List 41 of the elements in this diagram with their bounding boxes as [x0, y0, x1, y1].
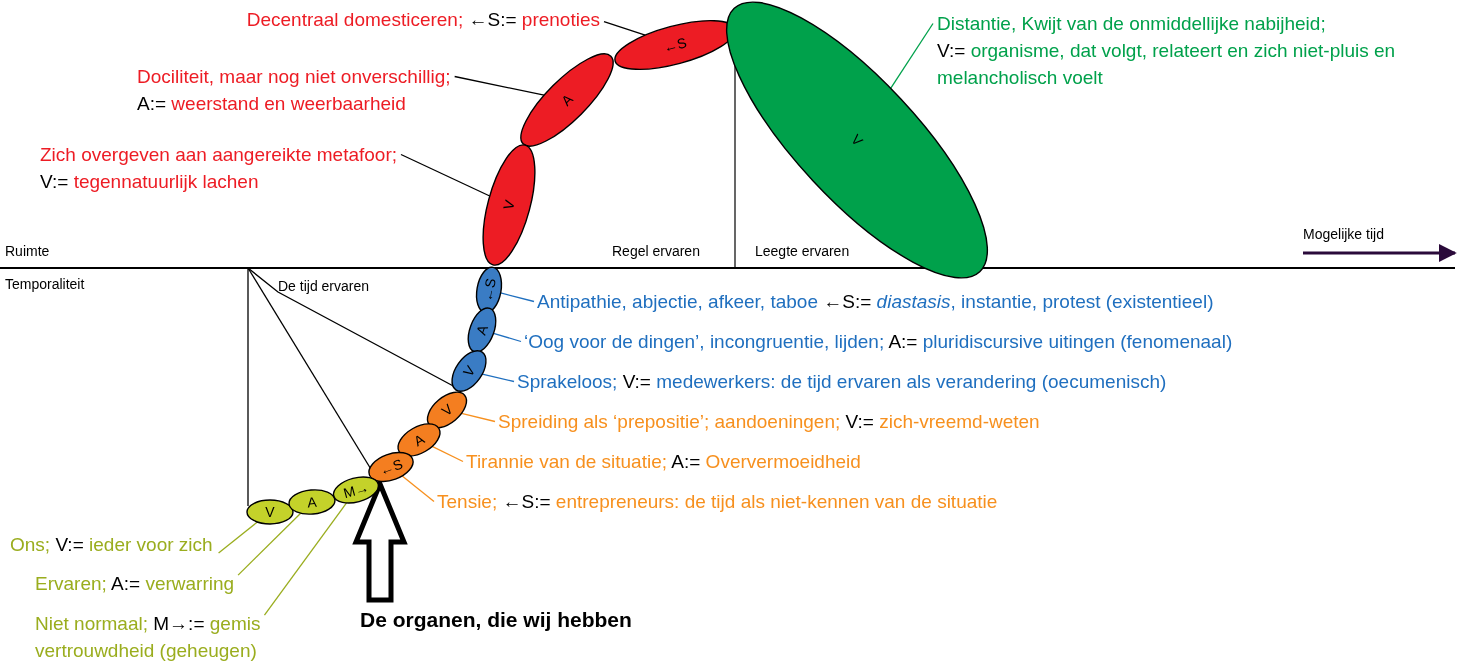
leader-line	[500, 292, 535, 303]
callout-text: Ons; V:= ieder voor zich	[10, 531, 213, 558]
ellipse-node: M→	[332, 476, 380, 504]
leader-line	[237, 512, 302, 576]
ellipse-node: A	[520, 53, 614, 147]
axis-label: Leegte ervaren	[755, 243, 850, 259]
callout-text: Decentraal domesticeren; ←S:= prenoties	[246, 6, 600, 33]
ellipse-node: V	[426, 391, 468, 429]
callout-text: Ervaren; A:= verwarring	[35, 570, 235, 597]
leader-line	[263, 502, 348, 616]
callout-text: Antipathie, abjectie, afkeer, taboe ←S:= diastasis, instantie, protest (existentieel)	[537, 288, 1214, 315]
callout-text: Sprakeloos; V:= medewerkers: de tijd ervaren als verandering (oecumenisch)	[517, 368, 1167, 395]
axis-label: De tijd ervaren	[278, 278, 370, 294]
leader-line	[603, 20, 646, 36]
leader-line	[492, 332, 522, 343]
callout-text: Dociliteit, maar nog niet onverschillig; A:= weerstand en weerbaarheid	[137, 63, 451, 117]
ellipse-node: V	[482, 144, 536, 266]
ellipse-node: V	[451, 350, 487, 392]
leader-line	[217, 521, 259, 554]
leader-line	[400, 153, 491, 197]
callout-text: Spreiding als ‘prepositie’; aandoeningen; V:= zich-vreemd-weten	[498, 408, 1040, 435]
callout-text: Tensie; ←S:= entrepreneurs: de tijd als niet-kennen van de situatie	[437, 488, 998, 515]
leader-line	[401, 475, 435, 503]
caption-text: De organen, die wij hebben	[360, 606, 632, 633]
ellipse-node: A	[397, 423, 441, 457]
leader-line	[454, 75, 545, 96]
ellipse-node: V	[246, 499, 294, 525]
ellipse-node: A	[288, 489, 336, 515]
leader-line	[890, 22, 934, 90]
callout-text: ‘Oog voor de dingen’, incongruentie, lijden; A:= pluridiscursive uitingen (fenomenaal)	[524, 328, 1233, 355]
axis-label: Regel ervaren	[612, 243, 700, 259]
callout-text: Niet normaal; M→:= gemis vertrouwdheid (geheugen)	[35, 610, 310, 664]
callout-text: Zich overgeven aan aangereikte metafoor; V:= tegennatuurlijk lachen	[40, 141, 397, 195]
ellipse-node: A	[467, 307, 497, 353]
axis-label: Ruimte	[5, 243, 50, 259]
leader-line	[431, 445, 464, 463]
leader-line	[481, 373, 515, 383]
axis-label: Mogelijke tijd	[1303, 226, 1384, 242]
ellipse-node: ←S	[368, 451, 414, 483]
callout-text: Tirannie van de situatie; A:= Oververmoeidheid	[466, 448, 861, 475]
axis-label: Temporaliteit	[5, 276, 85, 292]
